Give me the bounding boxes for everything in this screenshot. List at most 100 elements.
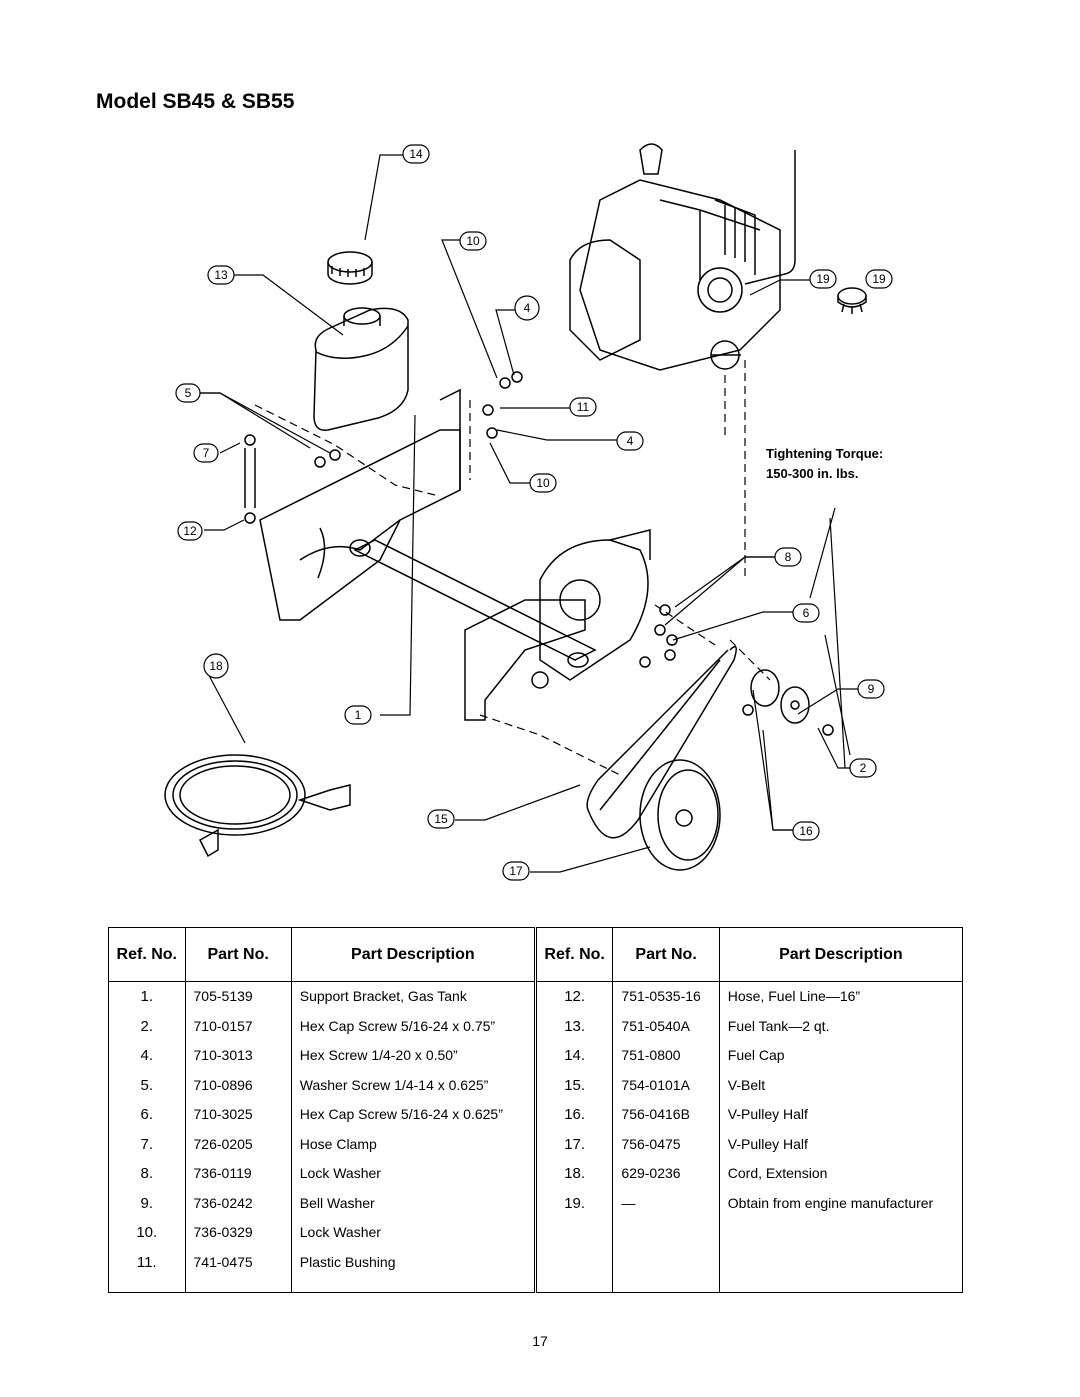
- cell-part-no: 736-0119: [184, 1162, 292, 1192]
- parts-table: Ref. No. Part No. Part Description Ref. …: [108, 927, 964, 1293]
- cell-ref: 5.: [108, 1073, 186, 1103]
- cell-desc: V-Belt: [718, 1073, 964, 1103]
- callout-15: 15: [434, 812, 448, 826]
- cell-desc: Hose Clamp: [290, 1132, 536, 1162]
- header-ref-no-right: Ref. No.: [533, 927, 614, 982]
- callout-4: 4: [524, 301, 531, 315]
- callout-5: 5: [185, 386, 192, 400]
- cell-ref: 11.: [108, 1250, 186, 1293]
- cell-ref: 9.: [108, 1191, 186, 1221]
- cell-ref: [533, 1250, 614, 1293]
- header-part-no: Part No.: [184, 927, 292, 982]
- cell-part-no: [612, 1250, 720, 1293]
- cell-desc: Plastic Bushing: [290, 1250, 536, 1293]
- cell-part-no: 751-0800: [612, 1044, 720, 1074]
- cell-ref: 15.: [533, 1073, 614, 1103]
- cell-desc: Hose, Fuel Line—16”: [718, 981, 964, 1015]
- cell-part-no: 754-0101A: [612, 1073, 720, 1103]
- fuel-cap-drawing: [327, 251, 373, 285]
- header-part-description-right: Part Description: [718, 927, 964, 982]
- cell-part-no: 751-0540A: [612, 1014, 720, 1044]
- callout-10: 10: [536, 476, 550, 490]
- cell-desc: V-Pulley Half: [718, 1132, 964, 1162]
- cell-desc: Lock Washer: [290, 1221, 536, 1251]
- callout-7: 7: [203, 446, 210, 460]
- callout-14: 14: [409, 147, 423, 161]
- callout-17: 17: [509, 864, 523, 878]
- callout-16: 16: [799, 824, 813, 838]
- cell-part-no: 741-0475: [184, 1250, 292, 1293]
- cell-ref: 8.: [108, 1162, 186, 1192]
- cell-ref: 7.: [108, 1132, 186, 1162]
- page-title: Model SB45 & SB55: [96, 90, 295, 113]
- cell-part-no: 756-0475: [612, 1132, 720, 1162]
- callout-1: 1: [355, 708, 362, 722]
- fasteners-drawing: [314, 371, 834, 736]
- cell-desc: Hex Cap Screw 5/16-24 x 0.625”: [290, 1103, 536, 1133]
- parts-table-header: Ref. No. Part No. Part Description Ref. …: [108, 927, 964, 982]
- callout-13: 13: [214, 268, 228, 282]
- header-part-description: Part Description: [290, 927, 536, 982]
- support-bracket-drawing: [259, 388, 461, 621]
- page-number: 17: [532, 1333, 548, 1349]
- callout-18: 18: [209, 659, 223, 673]
- cell-part-no: 705-5139: [184, 981, 292, 1015]
- callout-4: 4: [627, 434, 634, 448]
- cell-desc: Support Bracket, Gas Tank: [290, 981, 536, 1015]
- callout-9: 9: [868, 682, 875, 696]
- callout-10: 10: [466, 234, 480, 248]
- cell-part-no: 756-0416B: [612, 1103, 720, 1133]
- cell-ref: 10.: [108, 1221, 186, 1251]
- cell-part-no: 751-0535-16: [612, 981, 720, 1015]
- cell-desc: Obtain from engine manufacturer: [718, 1191, 964, 1221]
- cell-ref: 16.: [533, 1103, 614, 1133]
- cell-ref: 14.: [533, 1044, 614, 1074]
- callout-bubbles: [175, 144, 893, 881]
- cell-ref: 4.: [108, 1044, 186, 1074]
- cell-ref: 13.: [533, 1014, 614, 1044]
- cell-ref: 6.: [108, 1103, 186, 1133]
- callout-12: 12: [183, 524, 197, 538]
- cell-desc: Fuel Tank—2 qt.: [718, 1014, 964, 1044]
- frame-drawing: [349, 529, 651, 721]
- torque-note-line2: 150-300 in. lbs.: [766, 466, 859, 481]
- cell-ref: 2.: [108, 1014, 186, 1044]
- cell-ref: 18.: [533, 1162, 614, 1192]
- callout-19: 19: [816, 272, 830, 286]
- engine-drawing: [569, 143, 867, 371]
- cell-desc: Hex Cap Screw 5/16-24 x 0.75”: [290, 1014, 536, 1044]
- cell-part-no: 736-0242: [184, 1191, 292, 1221]
- cell-part-no: 736-0329: [184, 1221, 292, 1251]
- cell-part-no: 710-3025: [184, 1103, 292, 1133]
- cell-part-no: [612, 1221, 720, 1251]
- cell-desc: [718, 1250, 964, 1293]
- cell-ref: [533, 1221, 614, 1251]
- cell-desc: Fuel Cap: [718, 1044, 964, 1074]
- cell-part-no: 710-0157: [184, 1014, 292, 1044]
- callout-2: 2: [860, 761, 867, 775]
- cell-ref: 12.: [533, 981, 614, 1015]
- cell-desc: Hex Screw 1/4-20 x 0.50”: [290, 1044, 536, 1074]
- extension-cord-drawing: [164, 754, 351, 858]
- header-ref-no: Ref. No.: [108, 927, 186, 982]
- cell-part-no: —: [612, 1191, 720, 1221]
- cell-part-no: 710-0896: [184, 1073, 292, 1103]
- v-pulley-drawing: [639, 669, 810, 871]
- cell-part-no: 710-3013: [184, 1044, 292, 1074]
- header-part-no-right: Part No.: [612, 927, 720, 982]
- cell-part-no: 629-0236: [612, 1162, 720, 1192]
- callout-11: 11: [577, 400, 590, 414]
- cell-part-no: 726-0205: [184, 1132, 292, 1162]
